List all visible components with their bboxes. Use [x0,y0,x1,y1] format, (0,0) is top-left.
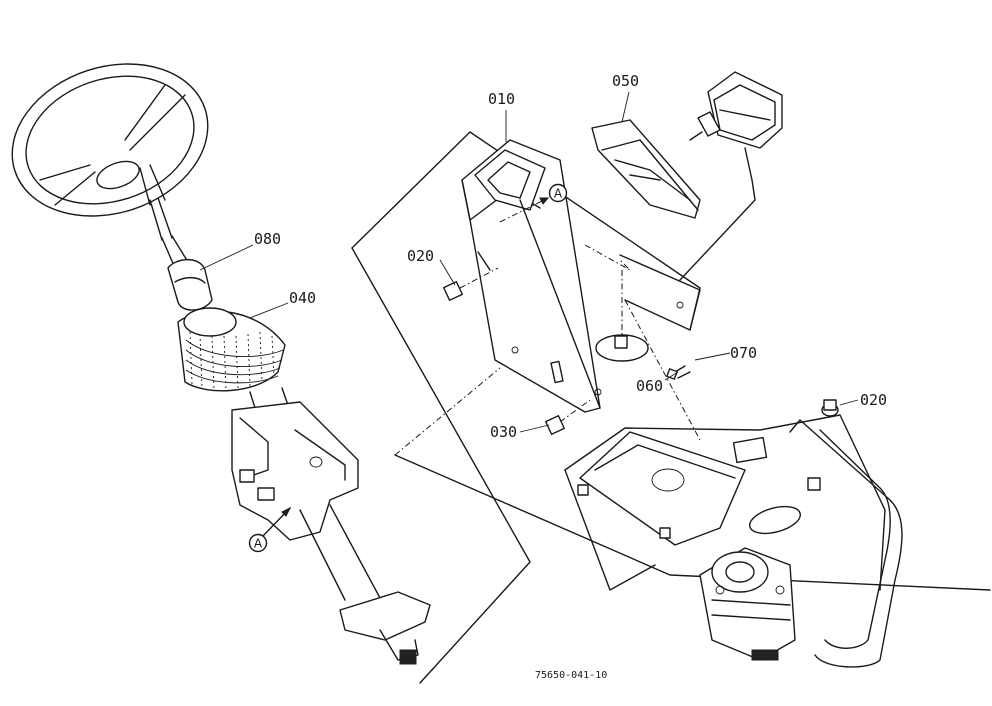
label-030: 030 [490,423,517,441]
headlamp [689,71,783,201]
mounting-plane [351,131,991,684]
steering-wheel [11,63,209,241]
frame-tube [789,419,903,668]
steering-shaft [161,235,213,311]
lower-panel [564,414,886,591]
label-070: 070 [730,344,757,362]
rubber-boot [177,307,286,392]
label-040: 040 [289,289,316,307]
label-050: 050 [612,72,639,90]
label-020-left: 020 [407,247,434,265]
leader-lines [199,91,859,433]
steering-unit [699,547,796,661]
light-housing [591,119,756,281]
label-020-right: 020 [860,391,887,409]
reference-a-top: A [499,183,568,223]
drawing-number: 75650-041-10 [535,670,607,681]
label-060: 060 [636,377,663,395]
nut-020-right [821,399,839,417]
reference-a-bottom: A [248,506,292,553]
ref-a-top-text: A [554,187,563,201]
mount-plate [584,244,701,441]
ref-a-bottom-text: A [254,537,263,551]
label-080: 080 [254,230,281,248]
bolt-030 [544,399,591,436]
console-bracket [461,139,602,413]
bolt-020-left [442,267,499,302]
steering-column [231,387,431,665]
label-010: 010 [488,90,515,108]
screw-060 [666,365,691,380]
